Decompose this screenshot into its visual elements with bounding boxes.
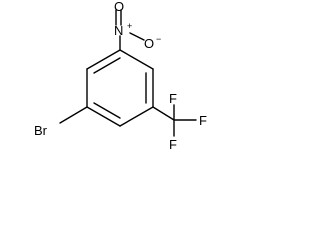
fluorine-top-label: F — [169, 91, 177, 106]
ring-bond-4 — [119, 106, 154, 127]
ring-double-bond-1 — [93, 57, 121, 74]
fluorine-bottom-label: F — [169, 137, 177, 152]
ring-bond-1 — [86, 49, 121, 70]
n-o-single-bond — [129, 32, 145, 41]
bromine-label: Br — [34, 123, 48, 138]
oxygen-right-label: O — [144, 36, 154, 51]
c-cf3-bond — [152, 106, 175, 121]
ring-bond-5 — [86, 106, 121, 127]
ring-double-bond-3 — [93, 102, 121, 119]
nitrogen-label: N — [114, 23, 123, 38]
structural-formula: Br N + O O − F F F — [34, 0, 207, 152]
nitrogen-charge: + — [127, 21, 132, 31]
oxygen-top-label: O — [114, 0, 124, 14]
oxygen-right-charge: − — [156, 34, 161, 44]
fluorine-right-label: F — [199, 113, 207, 128]
c-br-bond — [59, 106, 88, 124]
ring-bond-2 — [119, 49, 154, 70]
